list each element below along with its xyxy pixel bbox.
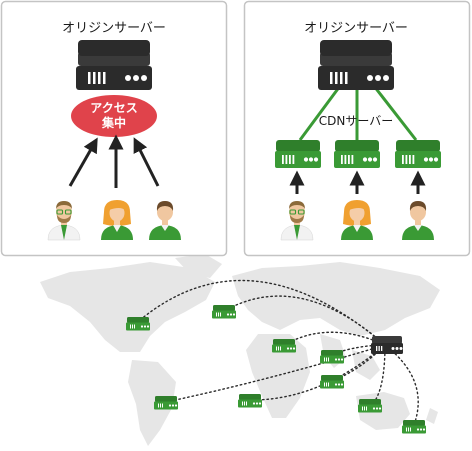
cdn-server-label: CDNサーバー: [319, 114, 393, 128]
cdn-server-icon-1: [275, 140, 321, 168]
map-cdn-server-australia: [358, 399, 382, 413]
map-origin-server: [371, 336, 403, 354]
map-cdn-server-southeast-asia: [320, 375, 344, 389]
origin-to-cdn-links: [298, 85, 418, 141]
map-cdn-server-asia: [320, 350, 344, 364]
right-user-icon-2: [341, 200, 373, 240]
left-origin-server-title: オリジンサーバー: [62, 21, 166, 36]
left-request-arrows: [68, 134, 160, 188]
left-user-icon-2: [101, 200, 133, 240]
right-origin-server-icon: [318, 40, 394, 90]
map-cdn-server-new-zealand: [402, 420, 426, 434]
map-cdn-server-south-america: [154, 396, 178, 410]
cdn-server-icon-3: [395, 140, 441, 168]
map-cdn-server-americas: [126, 317, 150, 331]
map-cdn-server-europe: [212, 305, 236, 319]
map-cdn-server-africa: [238, 394, 262, 408]
cdn-server-icon-2: [334, 140, 380, 168]
access-concentration-line1: アクセス: [90, 101, 137, 115]
world-map: [40, 254, 440, 446]
access-concentration-line2: 集中: [101, 115, 126, 130]
left-origin-server-icon: [76, 40, 152, 90]
right-request-arrows: [289, 170, 426, 194]
map-cdn-server-middle-east: [272, 339, 296, 353]
right-origin-server-title: オリジンサーバー: [304, 21, 408, 36]
access-concentration-badge: [71, 95, 157, 137]
